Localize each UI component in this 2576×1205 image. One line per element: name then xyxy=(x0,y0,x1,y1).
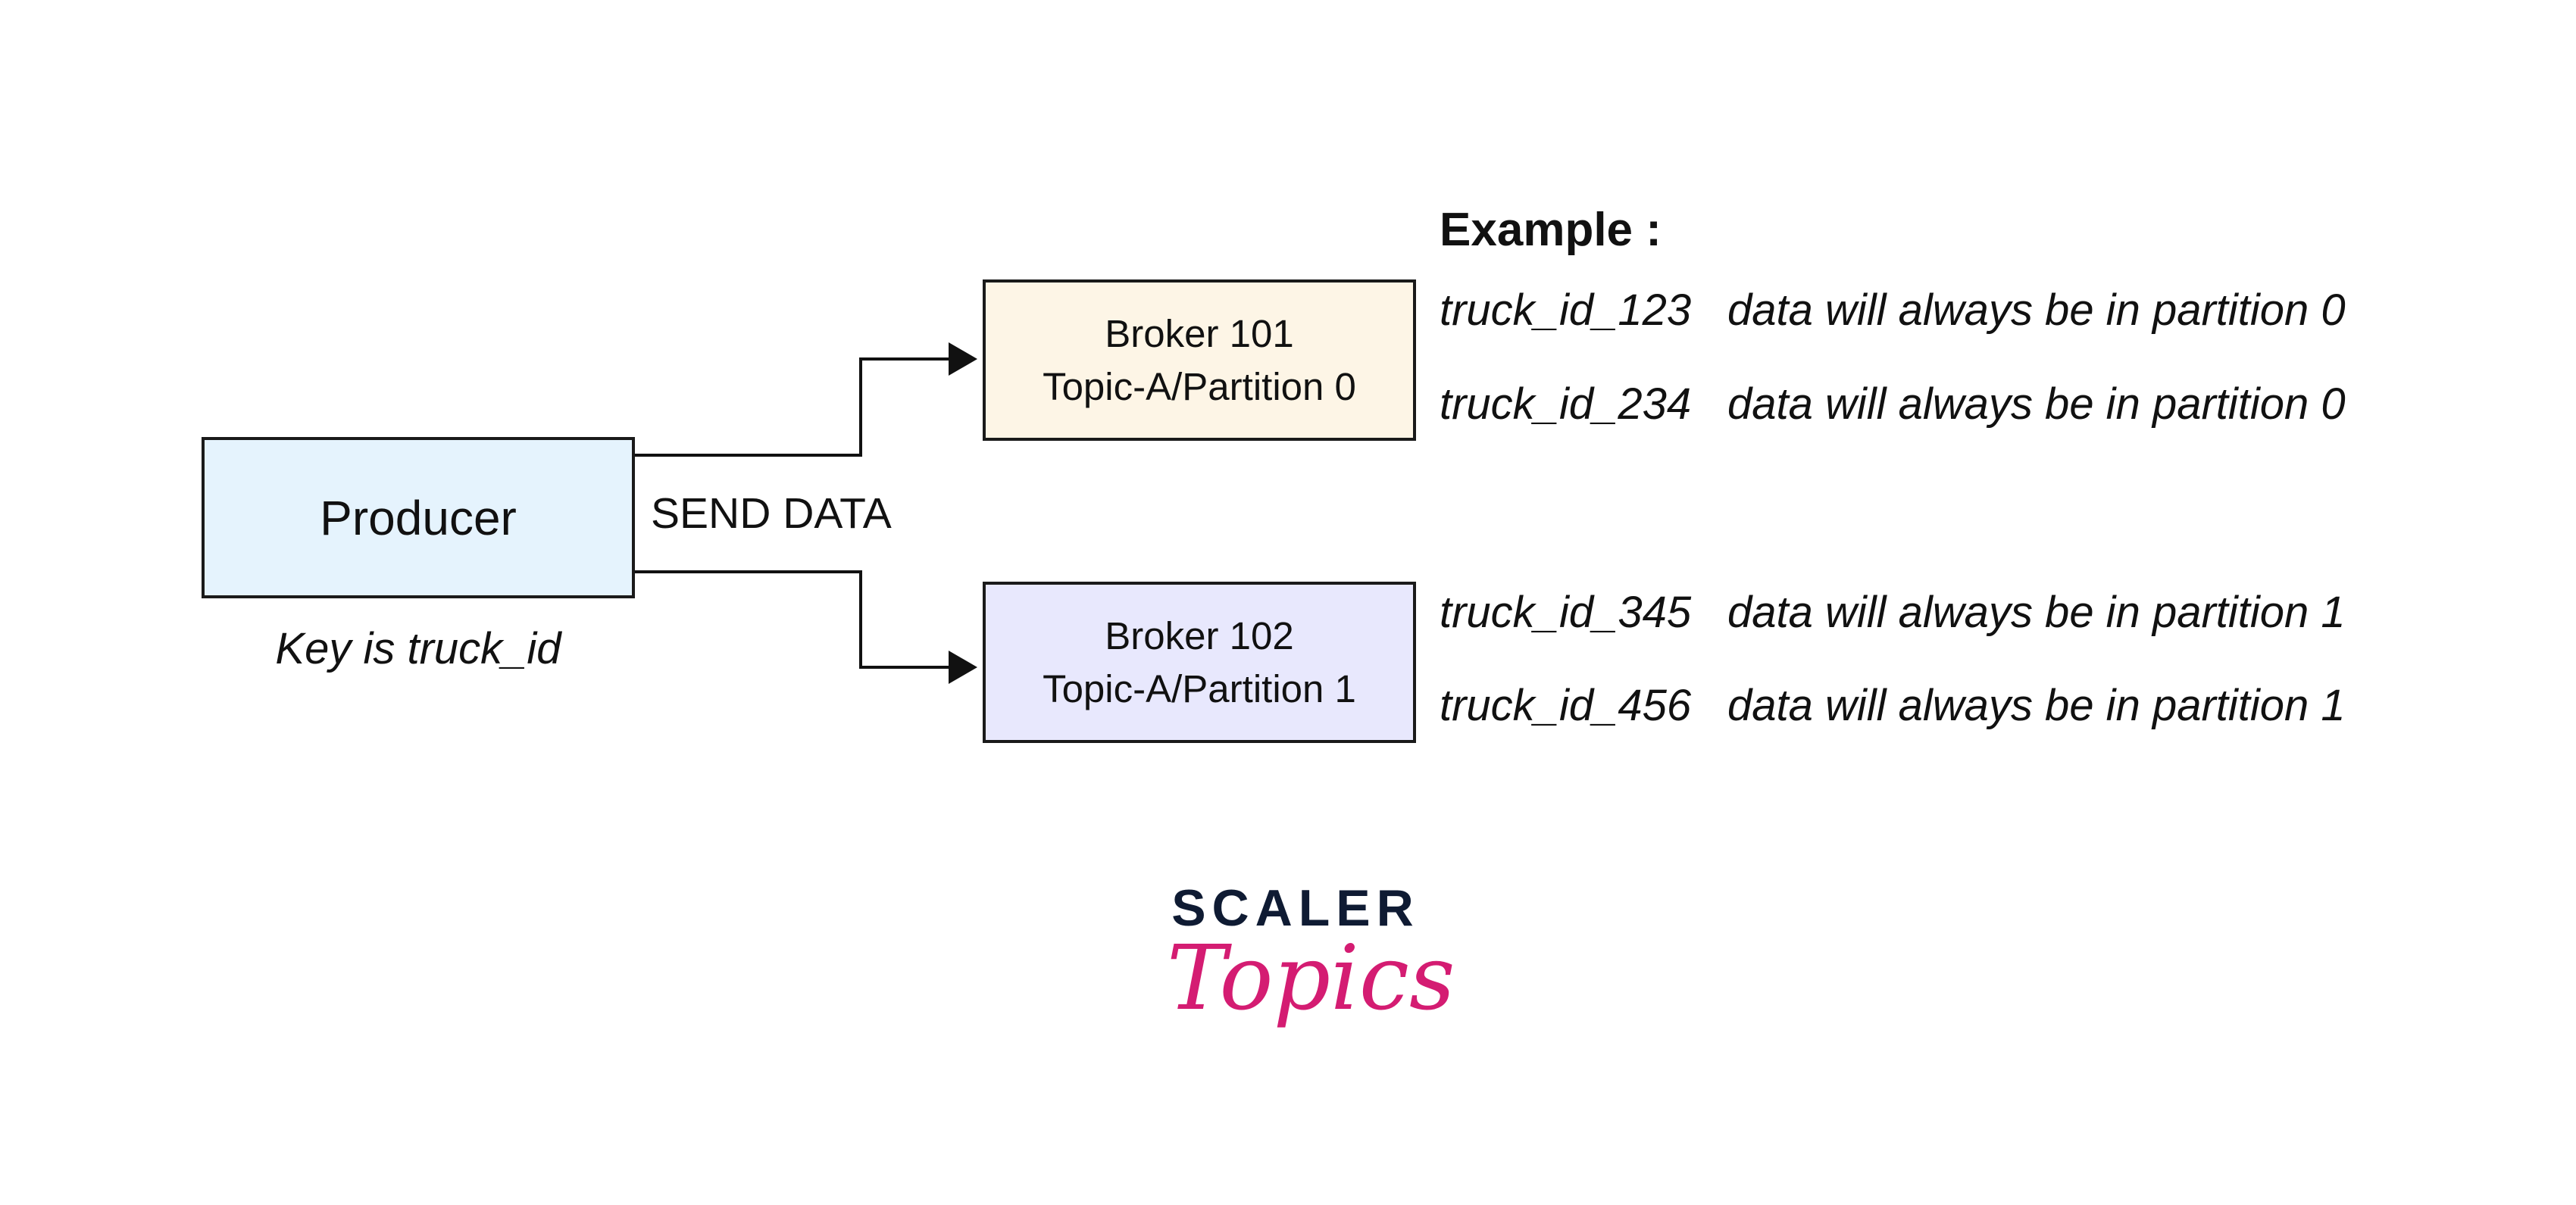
example-row: truck_id_456 data will always be in parti… xyxy=(1440,680,2346,731)
example-text: data will always be in partition 0 xyxy=(1727,379,2346,429)
example-truck-id: truck_id_123 xyxy=(1440,286,1692,335)
arrowhead-broker-101 xyxy=(949,342,977,376)
example-row: truck_id_345 data will always be in parti… xyxy=(1440,587,2346,638)
example-row: truck_id_234 data will always be in parti… xyxy=(1440,379,2346,429)
broker-102-box: Broker 102 Topic-A/Partition 1 xyxy=(983,582,1416,743)
broker-102-title: Broker 102 xyxy=(1105,613,1294,657)
example-row: truck_id_123 data will always be in parti… xyxy=(1440,285,2346,336)
producer-box: Producer xyxy=(202,437,635,598)
example-text: data will always be in partition 1 xyxy=(1727,681,2346,730)
broker-101-title: Broker 101 xyxy=(1105,311,1294,355)
producer-label: Producer xyxy=(320,490,517,545)
arrow-to-broker-101 xyxy=(635,357,956,457)
example-truck-id: truck_id_345 xyxy=(1440,588,1692,637)
logo-scaler-text: SCALER xyxy=(1171,879,1420,937)
example-text: data will always be in partition 0 xyxy=(1727,286,2346,335)
arrow-to-broker-102 xyxy=(635,570,956,669)
arrowhead-broker-102 xyxy=(949,651,977,684)
broker-102-partition: Topic-A/Partition 1 xyxy=(1043,666,1356,710)
logo-topics-text: Topics xyxy=(1167,926,1455,1030)
send-data-label: SEND DATA xyxy=(651,489,892,538)
example-truck-id: truck_id_456 xyxy=(1440,681,1692,730)
broker-101-partition: Topic-A/Partition 0 xyxy=(1043,364,1356,408)
example-truck-id: truck_id_234 xyxy=(1440,379,1692,429)
scaler-topics-logo: SCALER Topics xyxy=(1167,879,1455,1068)
example-text: data will always be in partition 1 xyxy=(1727,588,2346,637)
broker-101-box: Broker 101 Topic-A/Partition 0 xyxy=(983,279,1416,441)
example-heading: Example : xyxy=(1440,204,1662,256)
producer-key-note: Key is truck_id xyxy=(275,624,561,673)
